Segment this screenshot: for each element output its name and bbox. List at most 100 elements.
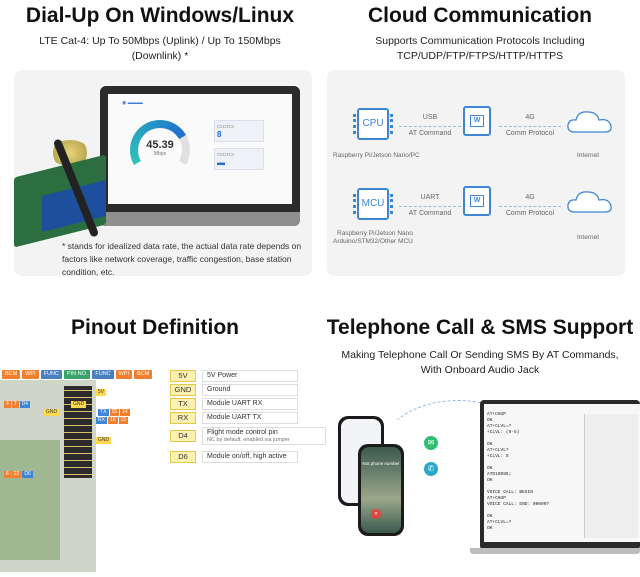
pin-row-d4: D4 Flight mode control pin NC by default… xyxy=(170,427,326,445)
cloud-icon xyxy=(567,191,612,213)
link-usb-label: USB xyxy=(422,114,438,121)
link-uart-sublabel: AT Command xyxy=(408,210,452,217)
pin-desc: Module UART RX xyxy=(202,398,298,410)
terminal-line: +CLVL: 5 xyxy=(487,454,509,459)
pin-row-d6: D6 Module on/off, high active xyxy=(170,451,298,463)
dialup-panel: ◉ ▬▬▬ 45.39 Mbps ▭▭▭8 ▭▭▭▬ * stands for … xyxy=(14,70,312,276)
pin-row-5v: 5V 5V Power xyxy=(170,370,298,382)
dialup-subtitle: LTE Cat-4: Up To 50Mbps (Uplink) / Up To… xyxy=(39,35,281,62)
mcu-chip-icon: MCU xyxy=(353,188,393,220)
cloud-title: Cloud Communication xyxy=(368,4,592,27)
dialup-title: Dial-Up On Windows/Linux xyxy=(25,4,295,27)
caption-internet-2: Internet xyxy=(577,234,600,241)
pin-tag: D4 xyxy=(170,430,196,442)
pin-tag: 5V xyxy=(170,370,196,382)
mini-row-tx: GND TX 15 14 xyxy=(44,409,130,416)
monitor-image: ◉ ▬▬▬ 45.39 Mbps ▭▭▭8 ▭▭▭▬ xyxy=(100,86,300,226)
terminal-line: OK xyxy=(487,466,493,471)
caption-internet-1: Internet xyxy=(577,152,600,159)
terminal-line: OK xyxy=(487,514,493,519)
hangup-icon: ✕ xyxy=(371,509,381,519)
mini-row-gnd: GND xyxy=(96,437,112,444)
pin-tag: D6 xyxy=(170,451,196,463)
pin-header-legend: BCM WPI FUNC PIN NO. FUNC WPI BCM xyxy=(2,370,153,379)
link-4g-sublabel: Comm Protocol xyxy=(505,210,555,217)
link-4g-sublabel: Comm Protocol xyxy=(505,130,555,137)
pin-row-gnd: GND Ground xyxy=(170,384,298,396)
pin-row-rx: RX Module UART TX xyxy=(170,412,298,424)
terminal-line: ATD10086; xyxy=(487,472,512,477)
app-logo: ◉ ▬▬▬ xyxy=(122,100,143,106)
4g-module-icon: W xyxy=(463,106,491,136)
terminal-line: AT+CHUP xyxy=(487,412,506,417)
pin-tag: TX xyxy=(170,398,196,410)
telephony-title: Telephone Call & SMS Support xyxy=(326,316,634,339)
cpu-chip-icon: CPU xyxy=(353,108,393,140)
terminal-line: VOICE CALL: BEGIN xyxy=(487,490,533,495)
call-icon: ✆ xyxy=(424,462,438,476)
4g-module-icon: W xyxy=(463,186,491,216)
pin-tag: GND xyxy=(170,384,196,396)
stat-download: ▭▭▭8 xyxy=(214,120,264,142)
link-uart-label: UART xyxy=(420,194,440,201)
terminal-line: AT+CLVL=? xyxy=(487,520,512,525)
header-func-left: FUNC xyxy=(40,370,62,379)
pin-desc: Ground xyxy=(202,384,298,396)
header-pin-no: PIN NO. xyxy=(63,370,91,379)
terminal-line: +CLVL: (0-5) xyxy=(487,430,520,435)
terminal-line: AT+CHUP xyxy=(487,496,506,501)
pinout-title: Pinout Definition xyxy=(71,316,239,339)
speedtest-screen: ◉ ▬▬▬ 45.39 Mbps ▭▭▭8 ▭▭▭▬ xyxy=(108,94,292,204)
caption-host-2a: Raspberry Pi/Jetson Nano xyxy=(337,230,413,237)
mini-row-rx: RX 16 15 xyxy=(96,417,129,424)
terminal-line: OK xyxy=(487,478,493,483)
link-4g xyxy=(499,206,561,207)
cloud-icon xyxy=(567,111,612,133)
pin-desc: Module UART TX xyxy=(202,412,298,424)
terminal-line: AT+CLVL=? xyxy=(487,424,512,429)
link-4g-label: 4G xyxy=(525,114,535,121)
header-func-right: FUNC xyxy=(92,370,114,379)
mini-row-d6: 6 22 D6 xyxy=(4,471,33,478)
cloud-panel: CPU USB AT Command W 4G Comm Protocol Ra… xyxy=(327,70,625,276)
monitor-stand xyxy=(100,212,300,226)
header-bcm-right: BCM xyxy=(134,370,153,379)
terminal-line: VOICE CALL: END: 000007 xyxy=(487,502,550,507)
gauge-unit: Mbps xyxy=(153,151,167,157)
terminal-line: AT+CLVL? xyxy=(487,448,509,453)
pin-desc: Module on/off, high active xyxy=(202,451,298,463)
link-4g xyxy=(499,126,561,127)
data-rate-note: * stands for idealized data rate, the ac… xyxy=(62,241,302,276)
terminal-line: OK xyxy=(487,442,493,447)
mini-row-d4: 4 7 D4 GND xyxy=(4,401,87,408)
terminal-line: OK xyxy=(487,418,493,423)
stat-download-value: 8 xyxy=(217,130,222,139)
caption-host-1: Raspberry Pi/Jetson Nano/PC xyxy=(333,152,420,159)
mini-row-5v: 5V xyxy=(96,389,107,396)
gpio-header xyxy=(64,386,92,478)
signal-arc xyxy=(378,400,538,510)
header-bcm-left: BCM xyxy=(2,370,21,379)
link-usb-sublabel: AT Command xyxy=(408,130,452,137)
sms-icon: ✉ xyxy=(424,436,438,450)
pin-desc: Flight mode control pin NC by default, e… xyxy=(202,427,326,445)
terminal-line: OK xyxy=(487,526,493,531)
header-wpi-right: WPI xyxy=(115,370,133,379)
gauge-value: 45.39 xyxy=(146,139,174,151)
pcb-area xyxy=(0,440,60,560)
link-usb xyxy=(399,126,461,127)
caption-host-2b: Arduino/STM32/Other MCU xyxy=(333,238,413,245)
pin-row-tx: TX Module UART RX xyxy=(170,398,298,410)
telephony-subtitle: Making Telephone Call Or Sending SMS By … xyxy=(341,349,619,376)
pin-tag: RX xyxy=(170,412,196,424)
link-4g-label: 4G xyxy=(525,194,535,201)
header-wpi-left: WPI xyxy=(22,370,39,379)
stat-upload: ▭▭▭▬ xyxy=(214,148,264,170)
cloud-subtitle: Supports Communication Protocols Includi… xyxy=(375,35,585,62)
link-uart xyxy=(399,206,461,207)
speed-gauge: 45.39 Mbps xyxy=(130,120,190,180)
terminal-side-panel xyxy=(584,414,638,538)
pin-desc: 5V Power xyxy=(202,370,298,382)
